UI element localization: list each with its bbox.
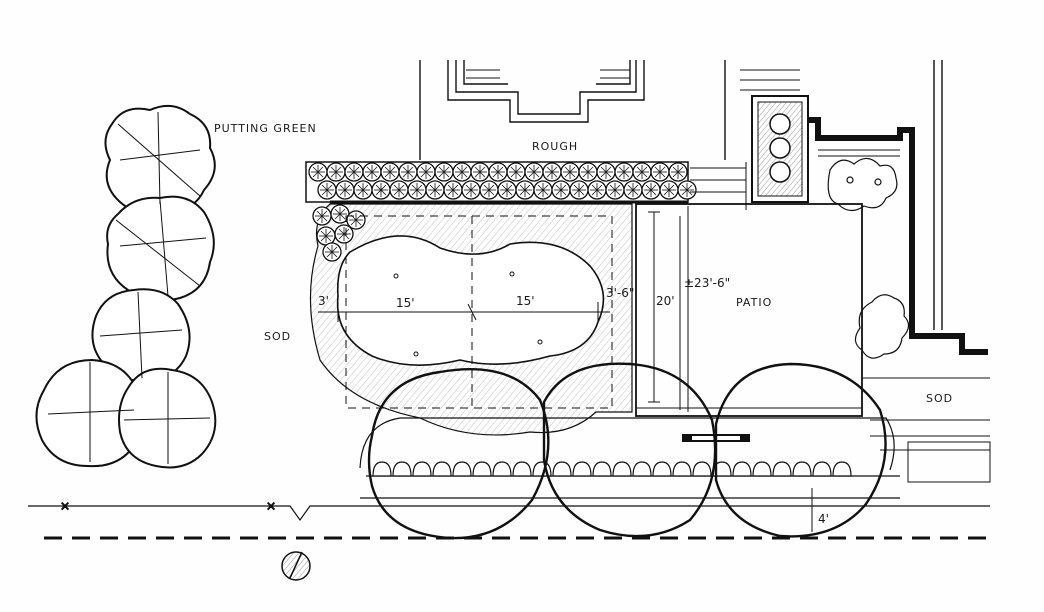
rough-shrub xyxy=(479,180,499,200)
dim-green-depth: 20' xyxy=(656,294,675,308)
hedge-shrub xyxy=(572,461,592,477)
rough-shrub xyxy=(596,162,616,182)
rough-shrub xyxy=(380,162,400,182)
rough-shrub xyxy=(659,180,679,200)
rough-shrub xyxy=(335,180,355,200)
hedge-shrub xyxy=(512,461,532,477)
property-line: × × xyxy=(28,499,990,540)
rough-shrub xyxy=(533,180,553,200)
rough-shrub xyxy=(569,180,589,200)
rough-shrub xyxy=(326,162,346,182)
dim-planting-strip: 4' xyxy=(818,512,829,526)
dim-green-left-width: 15' xyxy=(396,296,415,310)
label-rough: ROUGH xyxy=(532,140,579,153)
hedge-shrub xyxy=(452,461,472,477)
dim-right-offset: 3'-6" xyxy=(606,286,635,300)
hedge-shrub xyxy=(412,461,432,477)
rough-shrub xyxy=(623,180,643,200)
hedge-shrub xyxy=(672,461,692,477)
house-outline xyxy=(419,60,943,330)
rough-shrub xyxy=(668,162,688,182)
svg-text:×: × xyxy=(266,499,276,513)
rough-shrub xyxy=(497,180,517,200)
rough-shrub xyxy=(515,180,535,200)
hedge-shrub xyxy=(772,461,792,477)
rough-shrub xyxy=(371,180,391,200)
rough-shrub xyxy=(605,180,625,200)
hedge-bed xyxy=(359,417,900,499)
rough-shrub xyxy=(650,162,670,182)
rough-shrub xyxy=(317,180,337,200)
rough-shrub xyxy=(452,162,472,182)
foundation-shrubs xyxy=(827,157,910,359)
hedge-shrub xyxy=(732,461,752,477)
label-sod-left: SOD xyxy=(264,330,292,343)
putting-green xyxy=(336,235,605,366)
canopy-trees xyxy=(367,362,887,540)
rough-shrub xyxy=(308,162,328,182)
hedge-shrub xyxy=(632,461,652,477)
rough-shrub xyxy=(524,162,544,182)
rough-shrub xyxy=(677,180,697,200)
rough-shrub xyxy=(560,162,580,182)
rough-shrub xyxy=(551,180,571,200)
hedge-shrub xyxy=(652,461,672,477)
rough-shrub xyxy=(632,162,652,182)
hedge-row xyxy=(372,461,852,477)
hedge-shrub xyxy=(592,461,612,477)
green-cups xyxy=(393,271,543,357)
hedge-shrub xyxy=(472,461,492,477)
rough-shrub xyxy=(488,162,508,182)
svg-text:×: × xyxy=(60,499,70,513)
house-wall-right xyxy=(808,117,988,355)
rough-shrub xyxy=(587,180,607,200)
hedge-shrub xyxy=(792,461,812,477)
hedge-shrub xyxy=(552,461,572,477)
rough-shrub xyxy=(578,162,598,182)
hedge-shrub xyxy=(812,461,832,477)
hedge-shrub xyxy=(492,461,512,477)
patio xyxy=(635,203,863,417)
dim-green-right-width: 15' xyxy=(516,294,535,308)
green-dimension-line xyxy=(318,302,610,322)
hedge-shrub xyxy=(392,461,412,477)
rough-shrub xyxy=(398,162,418,182)
dimension-lines xyxy=(648,211,813,532)
patio-steps xyxy=(690,162,747,210)
label-putting-green: PUTTING GREEN xyxy=(214,122,317,135)
sidewalk-strips xyxy=(862,377,991,483)
dashed-layout-lines xyxy=(345,215,613,410)
label-sod-right: SOD xyxy=(926,392,954,405)
rough-shrub xyxy=(470,162,490,182)
hedge-shrub xyxy=(432,461,452,477)
planter-box xyxy=(751,95,809,203)
evergreen-branch-lines xyxy=(47,111,211,464)
entry-steps xyxy=(466,69,800,91)
rough-shrub xyxy=(362,162,382,182)
hedge-shrub xyxy=(692,461,712,477)
rough-shrub xyxy=(461,180,481,200)
north-arrow-icon xyxy=(281,551,311,581)
rough-shrub xyxy=(353,180,373,200)
rough-shrub xyxy=(425,180,445,200)
rough-shrub xyxy=(443,180,463,200)
rough-shrub xyxy=(389,180,409,200)
rough-shrub xyxy=(344,162,364,182)
dim-left-offset: 3' xyxy=(318,294,329,308)
rough-shrub xyxy=(614,162,634,182)
rough-shrub xyxy=(407,180,427,200)
hedge-shrub xyxy=(612,461,632,477)
hedge-shrub xyxy=(372,461,392,477)
rough-shrub xyxy=(506,162,526,182)
dim-patio-depth: ±23'-6" xyxy=(684,276,731,290)
label-patio: PATIO xyxy=(736,296,773,309)
rough-shrub xyxy=(641,180,661,200)
hedge-shrub xyxy=(752,461,772,477)
rough-shrub xyxy=(434,162,454,182)
rough-shrub xyxy=(542,162,562,182)
rough-shrub xyxy=(416,162,436,182)
hedge-shrub xyxy=(832,461,852,477)
